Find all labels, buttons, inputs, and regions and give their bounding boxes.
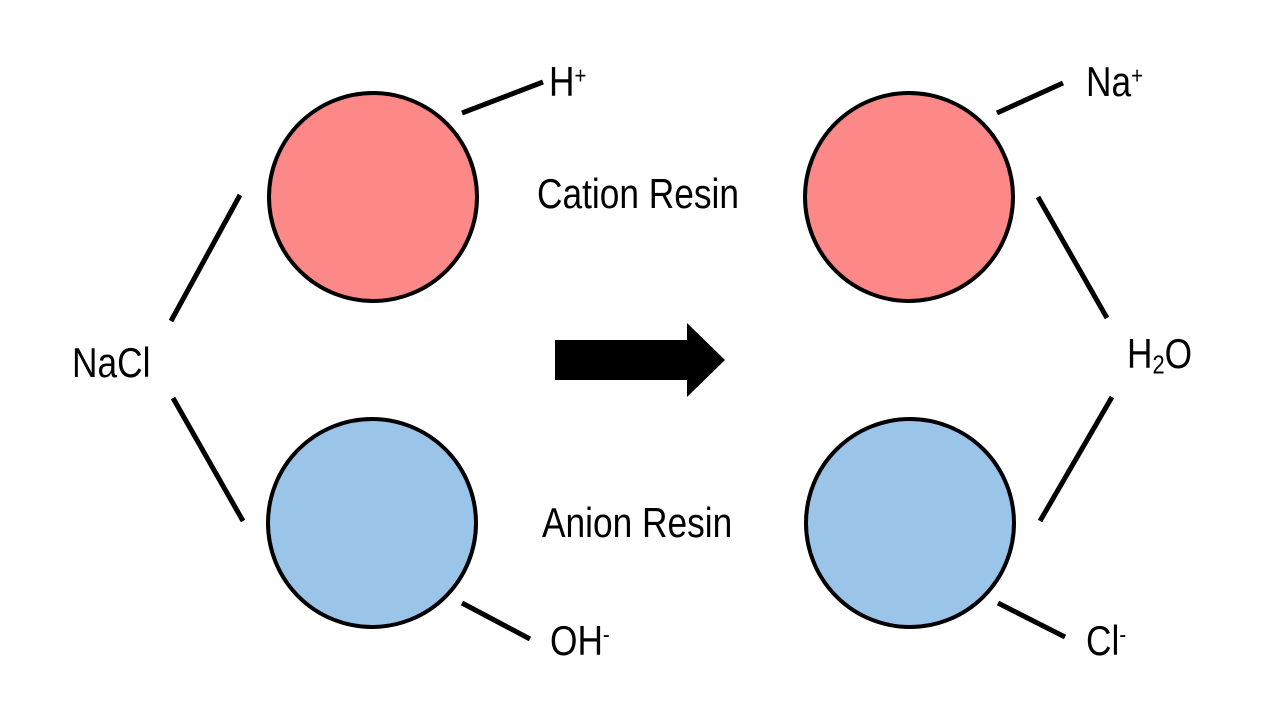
cl-minus-charge: - <box>1119 621 1127 649</box>
line-cation-bead-to-h-plus <box>461 79 544 116</box>
na-plus-base: Na <box>1086 58 1132 105</box>
h2o-post: O <box>1164 330 1193 377</box>
line-cation-bead-to-na-plus <box>995 80 1065 116</box>
anion-resin-bead-after <box>804 417 1016 629</box>
cl-minus-label: Cl- <box>1086 620 1126 662</box>
h2o-label: H2O <box>1127 330 1193 378</box>
oh-minus-charge: - <box>602 621 610 649</box>
na-plus-charge: + <box>1131 62 1144 90</box>
line-anion-bead-to-oh-minus <box>460 600 532 642</box>
line-nacl-to-cation-bead <box>168 193 243 323</box>
h-plus-charge: + <box>574 62 587 90</box>
line-nacl-to-anion-bead <box>170 396 246 523</box>
h-plus-label: H+ <box>549 61 586 103</box>
line-h2o-to-anion-bead <box>1037 395 1115 523</box>
anion-resin-text: Anion Resin <box>542 499 733 546</box>
h2o-subscript: 2 <box>1152 349 1165 380</box>
h-plus-base: H <box>549 58 575 105</box>
nacl-label: NaCl <box>72 342 150 384</box>
h2o-pre: H <box>1127 330 1153 377</box>
cation-resin-label: Cation Resin <box>537 173 739 215</box>
oh-minus-label: OH- <box>550 620 610 662</box>
nacl-text: NaCl <box>72 339 151 386</box>
na-plus-label: Na+ <box>1086 61 1143 103</box>
cl-minus-base: Cl <box>1086 617 1120 664</box>
anion-resin-label: Anion Resin <box>542 502 732 544</box>
oh-minus-base: OH <box>550 617 603 664</box>
anion-resin-bead-before <box>266 417 478 629</box>
line-cation-bead-to-h2o <box>1035 195 1110 320</box>
cation-resin-bead-after <box>803 91 1015 303</box>
cation-resin-text: Cation Resin <box>537 170 739 217</box>
cation-resin-bead-before <box>267 91 479 303</box>
line-anion-bead-to-cl-minus <box>996 600 1067 640</box>
reaction-arrow-icon <box>555 323 725 397</box>
